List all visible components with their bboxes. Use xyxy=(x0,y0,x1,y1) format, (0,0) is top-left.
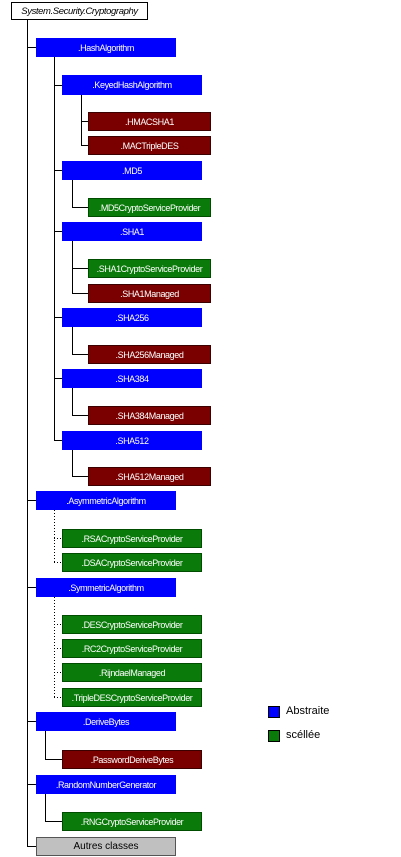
derive-bytes-node: .DeriveBytes xyxy=(36,712,176,731)
legend-abstract-swatch xyxy=(268,706,280,718)
hmacsha1-node: .HMACSHA1 xyxy=(88,112,211,131)
keyed-hash-algorithm-node: .KeyedHashAlgorithm xyxy=(62,75,202,95)
rijndael-managed-node: .RijndaelManaged xyxy=(62,663,202,682)
hash-algorithm-node: .HashAlgorithm xyxy=(36,38,176,57)
md5-node: .MD5 xyxy=(62,161,202,180)
sha256-node: .SHA256 xyxy=(62,308,202,327)
dsa-provider-node: .DSACryptoServiceProvider xyxy=(62,553,202,572)
sha512-managed-node: .SHA512Managed xyxy=(88,467,211,486)
password-derive-bytes-node: .PasswordDeriveBytes xyxy=(62,750,202,769)
sha384-managed-node: .SHA384Managed xyxy=(88,406,211,425)
mactripledes-node: .MACTripleDES xyxy=(88,136,211,155)
sha384-node: .SHA384 xyxy=(62,369,202,388)
legend-abstract-label: Abstraite xyxy=(286,705,330,717)
sha1-managed-node: .SHA1Managed xyxy=(88,284,211,303)
rc2-provider-node: .RC2CryptoServiceProvider xyxy=(62,639,202,658)
other-classes-node: Autres classes xyxy=(36,837,176,856)
random-number-generator-node: .RandomNumberGenerator xyxy=(36,775,176,794)
asymmetric-algorithm-node: .AsymmetricAlgorithm xyxy=(36,491,176,510)
md5-provider-node: .MD5CryptoServiceProvider xyxy=(88,198,211,217)
legend-sealed-label: scéllée xyxy=(286,729,321,741)
root-namespace: System.Security.Cryptography xyxy=(11,2,148,20)
des-provider-node: .DESCryptoServiceProvider xyxy=(62,615,202,634)
sha512-node: .SHA512 xyxy=(62,431,202,450)
sha256-managed-node: .SHA256Managed xyxy=(88,345,211,364)
rng-provider-node: .RNGCryptoServiceProvider xyxy=(62,812,202,831)
sha1-node: .SHA1 xyxy=(62,222,202,241)
legend-sealed-swatch xyxy=(268,730,280,742)
rsa-provider-node: .RSACryptoServiceProvider xyxy=(62,529,202,548)
sha1-provider-node: .SHA1CryptoServiceProvider xyxy=(88,259,211,278)
tripledes-provider-node: .TripleDESCryptoServiceProvider xyxy=(62,688,202,707)
symmetric-algorithm-node: .SymmetricAlgorithm xyxy=(36,578,176,597)
